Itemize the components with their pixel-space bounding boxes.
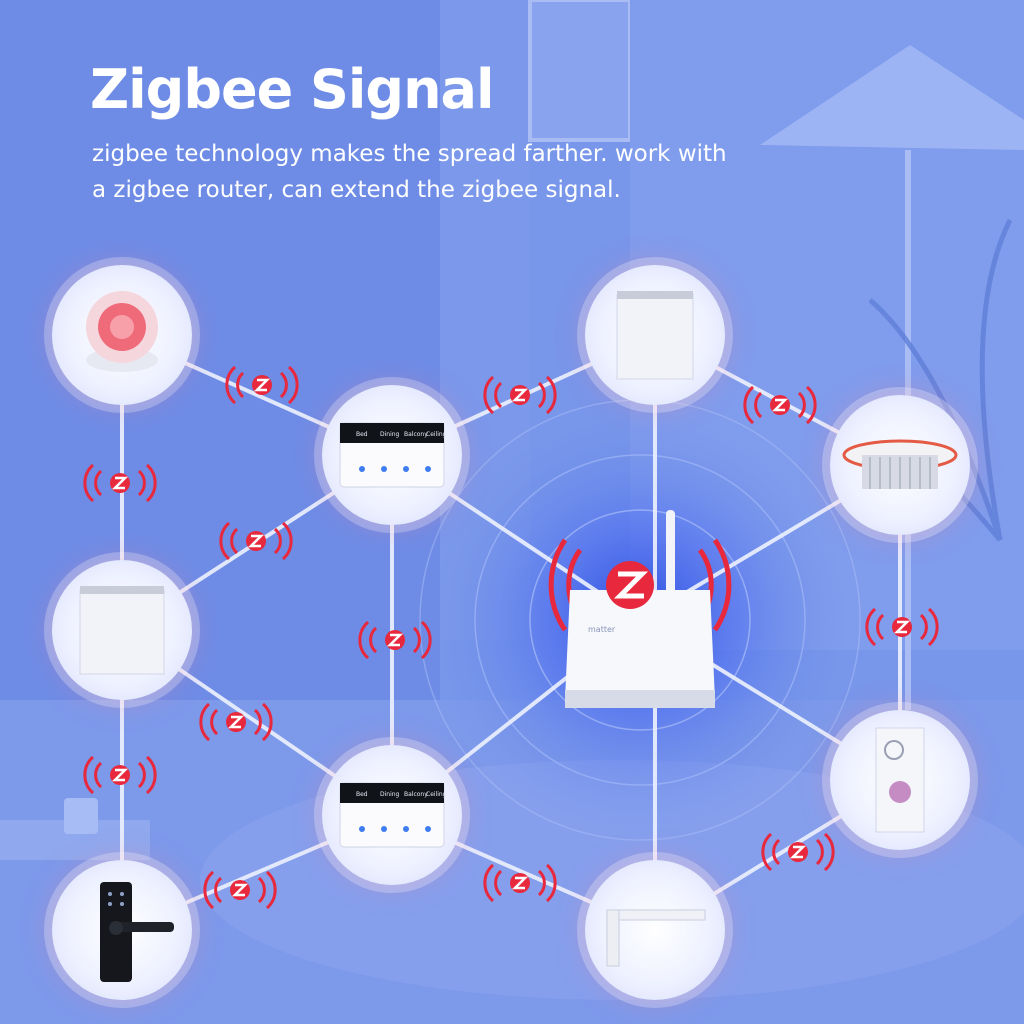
zigbee-signal-icon: [221, 363, 303, 407]
zigbee-signal-icon: [354, 618, 436, 662]
switch-button-label: Balcony: [404, 791, 428, 798]
curtain-motor-icon: [606, 909, 706, 967]
curtain-module-node-left: [52, 560, 192, 700]
curtain-module-icon: [616, 291, 694, 380]
zigbee-signal-icon: [479, 373, 561, 417]
zigbee-signal-icon: [861, 605, 943, 649]
downlight-node: [830, 395, 970, 535]
hub-brand-label: matter: [588, 625, 616, 634]
zigbee-signal-icon: [199, 868, 281, 912]
zigbee-gateway-hub: matter: [540, 510, 740, 730]
zigbee-signal-icon: [215, 519, 297, 563]
motion-sensor-icon: [86, 291, 158, 372]
zigbee-signal-icon: [479, 861, 561, 905]
motion-sensor-node: [52, 265, 192, 405]
switch-button-label: Balcony: [404, 431, 428, 438]
smart-door-lock-node: [52, 860, 192, 1000]
relay-module-node: [830, 710, 970, 850]
relay-module-icon: [875, 727, 925, 833]
smart-lock-icon: [100, 882, 174, 982]
zigbee-signal-icon: [757, 830, 839, 874]
subtitle-line-1: zigbee technology makes the spread farth…: [92, 141, 727, 167]
page-title: Zigbee Signal: [90, 58, 494, 121]
switch-button-label: Ceiling: [426, 791, 447, 798]
switch-button-label: Ceiling: [426, 431, 447, 438]
zigbee-signal-icon: [79, 753, 161, 797]
switch-button-label: Bed: [356, 431, 368, 438]
switch-button-label: Bed: [356, 791, 368, 798]
curtain-module-icon: [79, 586, 165, 675]
page-subtitle: zigbee technology makes the spread farth…: [92, 136, 812, 208]
subtitle-line-2: a zigbee router, can extend the zigbee s…: [92, 177, 621, 203]
switch-button-label: Dining: [380, 431, 400, 438]
zigbee-signal-icon: [79, 461, 161, 505]
zigbee-signal-icon: [739, 383, 821, 427]
curtain-motor-node: [585, 860, 725, 1000]
zigbee-signal-icon: [195, 700, 277, 744]
switch-button-label: Dining: [380, 791, 400, 798]
curtain-module-node: [585, 265, 725, 405]
downlight-icon: [842, 439, 958, 489]
